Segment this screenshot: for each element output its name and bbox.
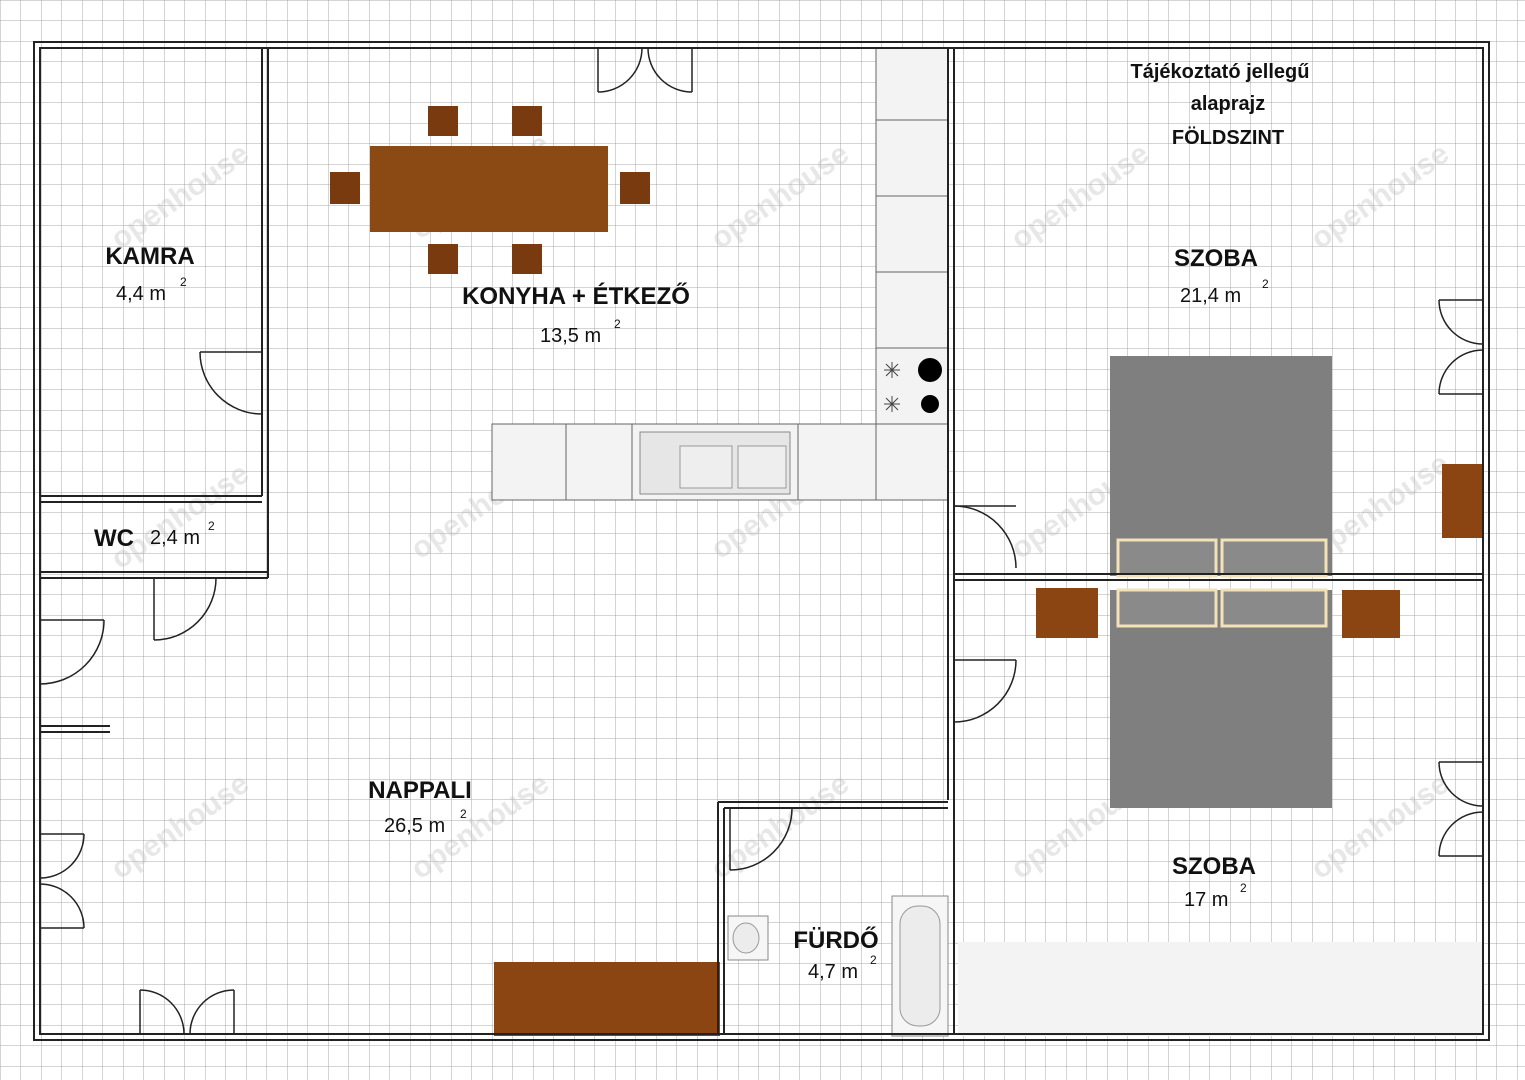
walls	[33, 41, 1490, 1041]
bed-lower	[1110, 588, 1332, 808]
room-name: SZOBA	[1174, 245, 1258, 272]
room-area-sup: 2	[870, 953, 877, 967]
title-line1: Tájékoztató jellegű	[1131, 61, 1310, 83]
door	[153, 577, 217, 641]
room-label-kamra: KAMRA 4,4 m 2	[105, 243, 194, 305]
room-area-sup: 2	[1262, 277, 1269, 291]
room-area-sup: 2	[208, 519, 215, 533]
title-line3: FÖLDSZINT	[1172, 126, 1284, 149]
nightstand	[1036, 588, 1098, 638]
bed-upper	[1110, 356, 1332, 578]
dining-table	[330, 106, 650, 274]
room-name: KONYHA + ÉTKEZŐ	[462, 282, 690, 310]
room-area-sup: 2	[460, 807, 467, 821]
room-label-szoba-lower: SZOBA 17 m 2	[1172, 853, 1256, 911]
door	[1438, 299, 1484, 395]
chair	[512, 106, 542, 136]
door	[39, 833, 85, 929]
room-area: 21,4 m	[1180, 285, 1241, 307]
stove	[884, 358, 942, 413]
wardrobe-small	[1442, 464, 1482, 538]
room-area: 2,4 m	[150, 527, 200, 549]
room-area: 17 m	[1184, 889, 1228, 911]
bathtub	[891, 895, 949, 1037]
door	[1438, 761, 1484, 857]
nightstand	[1342, 590, 1400, 638]
room-area-sup: 2	[614, 317, 621, 331]
room-name: SZOBA	[1172, 853, 1256, 880]
title-line2: alaprajz	[1191, 93, 1265, 115]
room-area: 4,7 m	[808, 961, 858, 983]
room-area-sup: 2	[180, 275, 187, 289]
sideboard	[494, 962, 720, 1036]
sink	[639, 431, 791, 495]
door	[953, 659, 1017, 723]
room-name: FÜRDŐ	[793, 926, 878, 954]
door	[139, 989, 235, 1035]
room-name: WC	[94, 525, 134, 552]
washbasin	[727, 915, 769, 961]
room-area: 26,5 m	[384, 815, 445, 837]
door	[199, 351, 263, 415]
room-area-sup: 2	[1240, 881, 1247, 895]
chair	[330, 172, 360, 204]
door	[597, 47, 693, 93]
room-label-szoba-upper: SZOBA 21,4 m 2	[1174, 245, 1269, 307]
room-label-nappali: NAPPALI 26,5 m 2	[368, 777, 472, 837]
chair	[512, 244, 542, 274]
chair	[428, 244, 458, 274]
wardrobe	[958, 942, 1484, 1036]
room-area: 4,4 m	[116, 283, 166, 305]
room-area: 13,5 m	[540, 325, 601, 347]
room-name: KAMRA	[105, 243, 194, 270]
chair	[620, 172, 650, 204]
door	[953, 505, 1017, 569]
doors	[39, 47, 1484, 1035]
room-name: NAPPALI	[368, 777, 472, 804]
room-label-furdo: FÜRDŐ 4,7 m 2	[793, 926, 878, 983]
room-label-wc: WC 2,4 m 2	[94, 519, 215, 552]
kitchen-counter-vertical	[875, 47, 949, 501]
door	[39, 619, 105, 685]
room-label-konyha: KONYHA + ÉTKEZŐ 13,5 m 2	[462, 282, 690, 347]
plan-title: Tájékoztató jellegű alaprajz FÖLDSZINT	[1131, 61, 1310, 149]
door	[729, 807, 793, 871]
chair	[428, 106, 458, 136]
